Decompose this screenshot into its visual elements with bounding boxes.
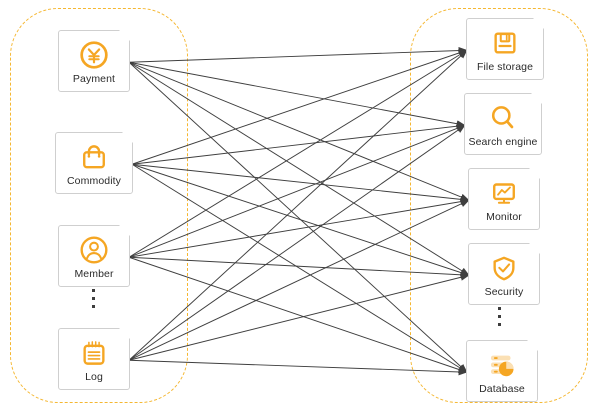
edge-log-to-monitor (128, 199, 470, 361)
edge-payment-to-file-storage (128, 47, 468, 63)
node-label: Commodity (67, 175, 121, 187)
edge-member-to-monitor (128, 198, 470, 258)
node-label: Search engine (468, 136, 538, 148)
left-service-group (10, 8, 188, 403)
node-label: Monitor (486, 211, 522, 223)
node-label: Log (85, 371, 103, 383)
edge-payment-to-search-engine (128, 61, 466, 128)
node-label: Database (479, 383, 525, 395)
edge-payment-to-monitor (128, 61, 470, 201)
yen-coin-icon (77, 38, 111, 72)
node-label: File storage (476, 61, 534, 73)
edge-log-to-file-storage (128, 49, 468, 361)
user-circle-icon (77, 233, 111, 267)
node-database[interactable]: Database (466, 340, 538, 402)
edge-payment-to-security (128, 61, 470, 276)
shopping-bag-icon (77, 140, 111, 174)
edge-log-to-search-engine (128, 124, 466, 361)
edge-member-to-file-storage (128, 49, 468, 258)
shield-check-icon (487, 251, 521, 285)
node-security[interactable]: Security (468, 243, 540, 305)
edge-commodity-to-search-engine (131, 122, 466, 165)
edge-commodity-to-database (131, 163, 468, 373)
node-log[interactable]: Log (58, 328, 130, 390)
edge-member-to-security (128, 256, 470, 279)
edge-member-to-search-engine (128, 124, 466, 258)
node-label: Payment (72, 73, 116, 85)
edge-commodity-to-file-storage (131, 49, 468, 165)
right-group-ellipsis (498, 307, 501, 326)
left-group-ellipsis (92, 289, 95, 308)
edge-log-to-security (128, 273, 470, 361)
node-monitor[interactable]: Monitor (468, 168, 540, 230)
node-search-engine[interactable]: Search engine (464, 93, 542, 155)
edge-log-to-database (128, 359, 468, 376)
node-commodity[interactable]: Commodity (55, 132, 133, 194)
magnifier-icon (486, 101, 520, 135)
node-label: Security (484, 286, 524, 298)
node-label: Member (74, 268, 114, 280)
database-pie-icon (485, 348, 519, 382)
node-payment[interactable]: Payment (58, 30, 130, 92)
notepad-icon (77, 336, 111, 370)
edge-member-to-database (128, 256, 468, 373)
edge-commodity-to-monitor (131, 163, 470, 203)
edge-payment-to-database (128, 61, 468, 373)
monitor-chart-icon (487, 176, 521, 210)
floppy-disk-icon (488, 26, 522, 60)
node-file-storage[interactable]: File storage (466, 18, 544, 80)
node-member[interactable]: Member (58, 225, 130, 287)
edge-commodity-to-security (131, 163, 470, 276)
right-infrastructure-group (410, 8, 588, 403)
